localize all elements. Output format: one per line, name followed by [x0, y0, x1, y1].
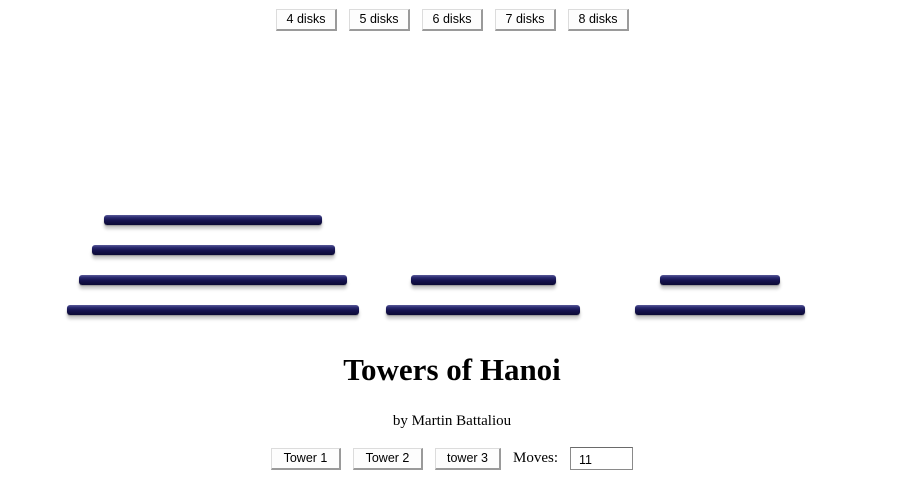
- moves-label: Moves:: [513, 450, 558, 466]
- byline: by Martin Battaliou: [392, 413, 512, 429]
- tower-2-button[interactable]: Tower 2: [353, 448, 423, 470]
- tower-1-button[interactable]: Tower 1: [271, 448, 341, 470]
- 7-disks-button[interactable]: 7 disks: [495, 9, 556, 31]
- 5-disks-button[interactable]: 5 disks: [349, 9, 410, 31]
- disk-5: [103, 215, 323, 225]
- disk-3: [635, 305, 805, 315]
- 6-disks-button[interactable]: 6 disks: [422, 9, 483, 31]
- 8-disks-button[interactable]: 8 disks: [568, 9, 629, 31]
- game-board: [67, 215, 805, 315]
- disk-1: [659, 275, 781, 285]
- disk-4: [386, 305, 580, 315]
- tower-3-button[interactable]: tower 3: [435, 448, 501, 470]
- disk-6: [91, 245, 335, 255]
- disk-8: [67, 305, 359, 315]
- page-title: Towers of Hanoi: [343, 352, 561, 387]
- moves-field[interactable]: [570, 447, 633, 470]
- disk-7: [79, 275, 347, 285]
- disk-2: [410, 275, 556, 285]
- 4-disks-button[interactable]: 4 disks: [276, 9, 337, 31]
